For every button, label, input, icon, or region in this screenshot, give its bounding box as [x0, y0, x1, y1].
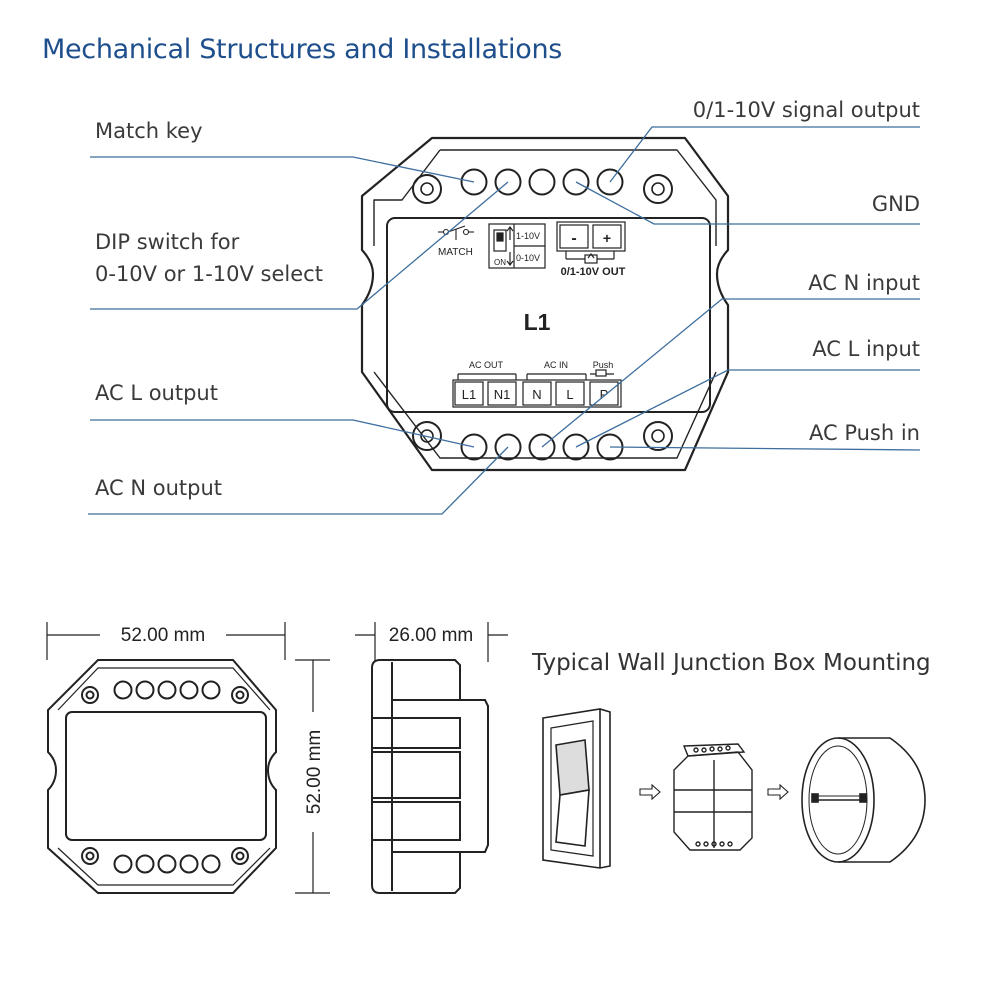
dip-on-label: ON — [494, 258, 506, 267]
terminal-label-0: L1 — [462, 387, 476, 402]
terminal-label-2: N — [532, 387, 541, 402]
leader-ac-n-input — [541, 298, 920, 448]
dip-1-10v-label: 1-10V — [516, 231, 540, 241]
callout-ac-push-in: AC Push in — [808, 421, 920, 445]
minus-label: - — [571, 230, 576, 247]
dip-0-10v-label: 0-10V — [516, 253, 540, 263]
dip-switch — [488, 223, 546, 269]
ac-out-label: AC OUT — [469, 360, 504, 370]
match-label: MATCH — [438, 247, 473, 258]
bottom-terminals — [460, 433, 624, 461]
leader-signal-output — [609, 126, 920, 183]
device-top-view — [360, 136, 730, 472]
dimension-width — [46, 622, 286, 660]
module-iso-icon — [673, 743, 753, 851]
callout-gnd: GND — [871, 192, 920, 216]
ac-in-label: AC IN — [544, 360, 568, 370]
leader-dip-switch — [90, 181, 509, 310]
top-screw-holes — [412, 174, 673, 451]
device-front-view — [47, 659, 277, 894]
leader-ac-l-output — [90, 419, 475, 448]
callout-ac-l-input: AC L input — [812, 337, 920, 361]
match-key-symbol — [438, 225, 474, 240]
dimension-depth — [355, 622, 508, 662]
leader-ac-l-input — [575, 369, 920, 448]
ac-terminal-strip — [452, 369, 622, 408]
callout-ac-l-output: AC L output — [95, 381, 218, 405]
terminal-label-3: L — [566, 387, 573, 402]
callout-dip-switch-line2: 0-10V or 1-10V select — [95, 262, 323, 286]
terminal-label-4: P — [600, 387, 609, 402]
model-label: L1 — [524, 309, 551, 335]
push-label: Push — [593, 360, 614, 370]
callout-signal-output: 0/1-10V signal output — [692, 98, 920, 122]
arrow-2-icon — [767, 783, 789, 801]
callout-dip-switch-line1: DIP switch for — [95, 230, 240, 254]
out-label: 0/1-10V OUT — [561, 266, 626, 278]
device-side-view — [371, 659, 489, 894]
dimension-width-label: 52.00 mm — [121, 625, 205, 646]
leader-ac-push-in — [609, 446, 921, 451]
leader-ac-n-output — [88, 446, 509, 515]
plus-label: + — [603, 230, 611, 246]
leader-match-key — [90, 156, 475, 183]
callout-match-key: Match key — [95, 119, 203, 143]
wall-switch-icon — [542, 708, 611, 869]
leader-gnd — [575, 181, 920, 225]
signal-output-block — [556, 221, 626, 264]
dimension-height-label: 52.00 mm — [304, 730, 325, 814]
dimension-depth-label: 26.00 mm — [389, 625, 473, 646]
callout-ac-n-output: AC N output — [95, 476, 222, 500]
leader-lines — [88, 126, 921, 515]
page-title: Mechanical Structures and Installations — [42, 34, 563, 65]
junction-box-icon — [801, 737, 926, 863]
callout-ac-n-input: AC N input — [808, 271, 920, 295]
top-terminals — [460, 168, 624, 196]
dimension-height — [295, 659, 330, 894]
terminal-label-1: N1 — [494, 387, 511, 402]
mounting-title: Typical Wall Junction Box Mounting — [532, 650, 931, 676]
arrow-1-icon — [639, 783, 661, 801]
